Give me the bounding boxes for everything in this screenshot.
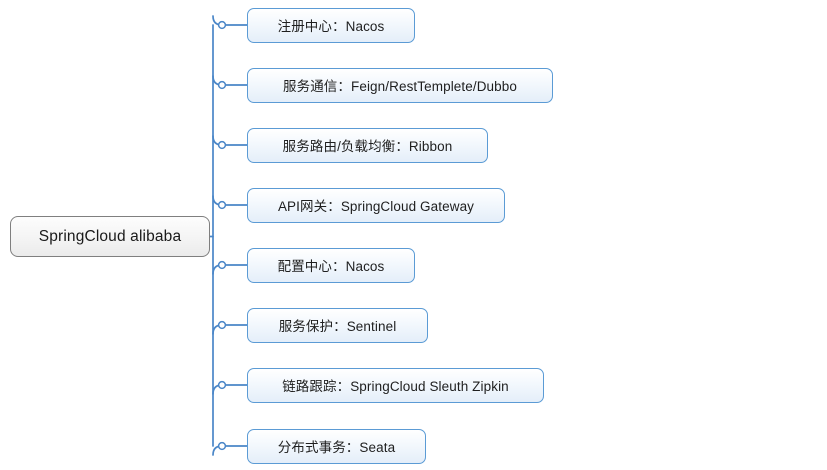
branch-marker-icon [217, 260, 227, 270]
branch-node-label: 分布式事务：Seata [277, 440, 396, 455]
branch-node[interactable]: 链路跟踪：SpringCloud Sleuth Zipkin [247, 367, 544, 403]
branch-node-label: 服务路由/负载均衡：Ribbon [282, 139, 453, 154]
root-node-label: SpringCloud alibaba [38, 227, 182, 245]
branch-node[interactable]: 服务路由/负载均衡：Ribbon [247, 127, 488, 163]
branch-node[interactable]: API网关：SpringCloud Gateway [247, 187, 505, 223]
branch-marker-icon [217, 80, 227, 90]
connector-branch [212, 135, 248, 146]
branch-node-label: 服务保护：Sentinel [278, 319, 397, 334]
connector-branch [212, 264, 248, 275]
root-node[interactable]: SpringCloud alibaba [10, 216, 210, 257]
connector-branch [212, 15, 248, 26]
branch-node[interactable]: 服务通信：Feign/RestTemplete/Dubbo [247, 67, 553, 103]
branch-node-label: 服务通信：Feign/RestTemplete/Dubbo [283, 79, 517, 94]
branch-marker-icon [217, 380, 227, 390]
branch-node[interactable]: 注册中心：Nacos [247, 7, 415, 43]
connector-branch [212, 445, 248, 456]
branch-marker-icon [217, 441, 227, 451]
branch-marker-icon [217, 320, 227, 330]
branch-node-label: API网关：SpringCloud Gateway [277, 199, 475, 214]
branch-marker-icon [217, 200, 227, 210]
connector-branch [212, 75, 248, 86]
branch-node-label: 注册中心：Nacos [277, 19, 385, 34]
branch-node[interactable]: 配置中心：Nacos [247, 247, 415, 283]
connector-branch [212, 324, 248, 335]
branch-marker-icon [217, 20, 227, 30]
branch-node[interactable]: 服务保护：Sentinel [247, 307, 428, 343]
branch-node-label: 配置中心：Nacos [277, 259, 385, 274]
connector-branch [212, 384, 248, 395]
branch-node[interactable]: 分布式事务：Seata [247, 428, 426, 464]
connector-branch [212, 195, 248, 206]
branch-node-label: 链路跟踪：SpringCloud Sleuth Zipkin [282, 379, 509, 394]
branch-marker-icon [217, 140, 227, 150]
